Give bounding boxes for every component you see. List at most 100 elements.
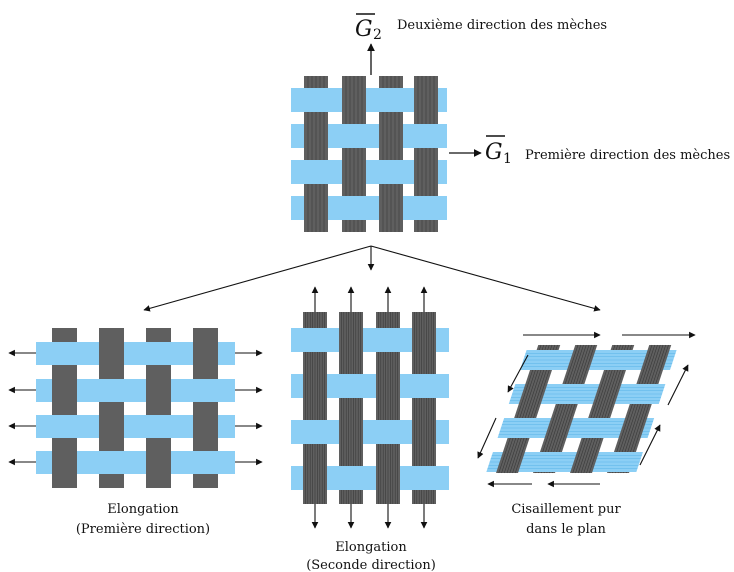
warp-yarn-sheared: [496, 451, 525, 473]
warp-fiber: [589, 451, 597, 473]
warp-yarn: [414, 88, 438, 112]
warp-fiber: [498, 451, 506, 473]
warp-fiber: [643, 349, 651, 371]
warp-fiber: [515, 451, 523, 473]
warp-yarn-sheared: [518, 383, 548, 405]
caption-left-line1: Elongation: [107, 502, 179, 517]
caption-right-line2: dans le plan: [526, 522, 606, 537]
warp-fiber: [585, 349, 594, 371]
warp-fiber: [504, 451, 512, 473]
warp-fiber: [654, 349, 662, 371]
warp-yarn: [146, 451, 171, 474]
warp-fiber: [600, 383, 608, 405]
warp-fiber: [501, 451, 509, 473]
warp-fiber: [521, 383, 529, 405]
warp-fiber: [578, 451, 586, 473]
warp-fiber: [629, 417, 637, 439]
warp-fiber: [623, 417, 631, 439]
warp-fiber: [507, 451, 515, 473]
warp-yarn: [379, 124, 403, 148]
warp-fiber: [611, 383, 619, 405]
shear-arrow-left: [477, 417, 497, 459]
warp-yarn: [303, 374, 327, 398]
shear-arrow-left: [507, 354, 529, 393]
warp-fiber: [580, 349, 588, 371]
caption-middle-line2: (Seconde direction): [306, 558, 436, 572]
warp-fiber: [575, 451, 583, 473]
warp-fiber: [634, 417, 642, 439]
warp-fiber: [597, 383, 606, 405]
warp-yarn-sheared: [641, 349, 670, 371]
warp-yarn: [414, 160, 438, 184]
warp-fiber: [574, 349, 583, 371]
g1-symbol: G: [485, 140, 503, 165]
reference-fabric: [291, 76, 447, 232]
warp-yarn: [52, 379, 77, 402]
fabric-pure-shear: [486, 344, 677, 474]
shear-arrow-right: [639, 424, 661, 466]
warp-fiber: [569, 349, 577, 371]
shear-arrow-right: [667, 364, 689, 406]
warp-fiber: [657, 349, 665, 371]
g2-label: Deuxième direction des mèches: [397, 18, 607, 33]
warp-fiber: [595, 383, 603, 405]
warp-fiber: [555, 417, 563, 439]
weft-yarn: [36, 451, 235, 474]
caption-middle-line1: Elongation: [335, 540, 407, 555]
warp-fiber: [509, 451, 517, 473]
warp-yarn: [193, 342, 218, 365]
warp-fiber: [608, 383, 617, 405]
warp-fiber: [549, 417, 557, 439]
warp-fiber: [583, 349, 591, 371]
warp-yarn: [303, 466, 327, 490]
warp-yarn-sheared: [567, 349, 596, 371]
weft-yarn: [36, 342, 235, 365]
connector-arrow-right: [370, 245, 601, 312]
warp-yarn: [99, 415, 124, 438]
warp-fiber: [560, 417, 568, 439]
weft-yarn: [36, 415, 235, 438]
warp-yarn-body: [99, 415, 124, 438]
warp-yarn-body: [146, 451, 171, 474]
g2-symbol: G: [355, 17, 373, 42]
traction-arrows-middle: [311, 286, 428, 529]
warp-fiber: [632, 417, 640, 439]
warp-yarn: [339, 328, 363, 352]
warp-fiber: [659, 349, 668, 371]
warp-fiber: [523, 383, 532, 405]
warp-yarn: [52, 451, 77, 474]
warp-fiber: [586, 451, 594, 473]
warp-fiber: [583, 451, 591, 473]
warp-yarn: [342, 160, 366, 184]
warp-yarn-sheared: [544, 417, 574, 439]
warp-yarn: [412, 420, 436, 444]
warp-yarn: [304, 196, 328, 220]
warp-yarn: [342, 88, 366, 112]
caption-right-line1: Cisaillement pur: [511, 502, 621, 517]
warp-yarn: [193, 415, 218, 438]
warp-fiber: [547, 417, 555, 439]
warp-yarn: [412, 328, 436, 352]
warp-fiber: [512, 451, 520, 473]
warp-yarn-sheared: [618, 417, 648, 439]
warp-fiber: [529, 383, 537, 405]
warp-fiber: [651, 349, 659, 371]
warp-fiber: [646, 349, 654, 371]
warp-fiber: [552, 417, 560, 439]
warp-fiber: [532, 383, 540, 405]
warp-fiber: [577, 349, 585, 371]
warp-fiber: [626, 417, 634, 439]
warp-yarn-body: [146, 379, 171, 402]
warp-yarn: [99, 342, 124, 365]
warp-fiber: [558, 417, 566, 439]
warp-fiber: [563, 417, 571, 439]
warp-fiber: [537, 383, 545, 405]
g1-label: Première direction des mèches: [525, 148, 730, 163]
warp-yarn: [379, 196, 403, 220]
g2-index: 2: [373, 27, 382, 43]
warp-yarn: [376, 466, 400, 490]
warp-yarn-body: [99, 342, 124, 365]
warp-fiber: [637, 417, 645, 439]
warp-fiber: [603, 383, 611, 405]
